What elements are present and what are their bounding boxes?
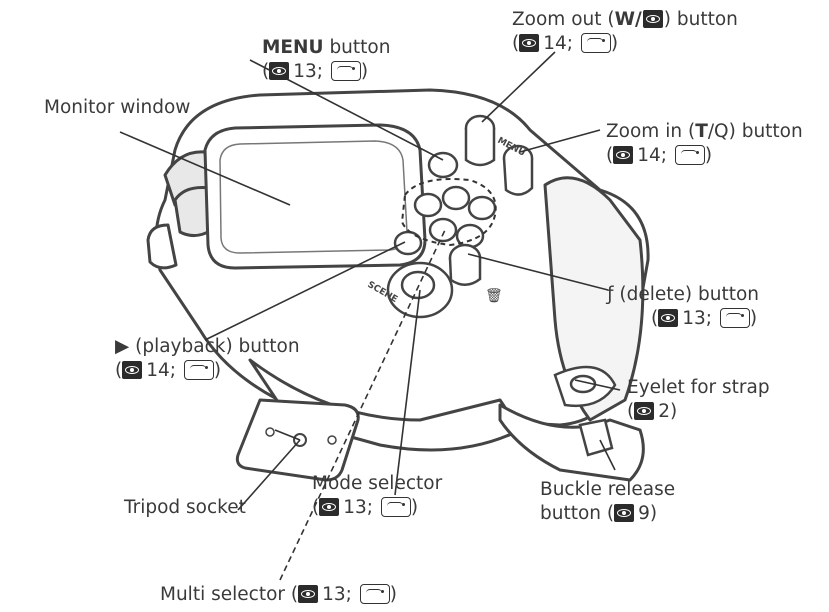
reference-icon xyxy=(122,361,143,379)
manual-icon xyxy=(674,145,705,165)
manual-icon xyxy=(719,308,750,328)
reference-icon xyxy=(658,309,679,327)
label-buckle-release: Buckle release button (9) xyxy=(540,479,676,524)
multi-selector-outline xyxy=(400,178,497,247)
label-eyelet: Eyelet for strap (2) xyxy=(627,377,770,422)
label-zoom-out-button: Zoom out (W/) button (14; ) xyxy=(512,9,738,54)
monitor-window-shape xyxy=(203,123,427,270)
label-delete-button: ƒ (delete) button (13; ) xyxy=(607,284,760,329)
label-menu-button: MENU button (13; ) xyxy=(262,37,391,82)
reference-icon xyxy=(298,585,319,603)
reference-icon xyxy=(634,402,655,420)
reference-icon xyxy=(269,62,290,80)
multi-selector-leader xyxy=(279,229,446,581)
housing-trash-mark: 🗑 xyxy=(485,288,503,304)
reference-icon xyxy=(614,504,635,522)
label-tripod-socket: Tripod socket xyxy=(124,497,246,518)
manual-icon xyxy=(580,33,611,53)
reference-icon xyxy=(613,146,634,164)
label-monitor-window: Monitor window xyxy=(44,97,191,118)
thumbnail-icon xyxy=(642,10,663,28)
manual-icon xyxy=(330,61,361,81)
control-buttons xyxy=(386,114,617,457)
plate-screw-right xyxy=(327,435,337,445)
manual-icon xyxy=(380,497,411,517)
label-zoom-in-button: Zoom in (T/Q) button (14; ) xyxy=(606,121,803,166)
reference-icon xyxy=(519,34,540,52)
label-multi-selector: Multi selector (13; ) xyxy=(160,584,397,605)
label-playback-button: ▶ (playback) button (14; ) xyxy=(115,336,300,381)
label-mode-selector: Mode selector (13; ) xyxy=(312,473,443,518)
plate-screw-left xyxy=(265,427,275,437)
manual-icon xyxy=(359,584,390,604)
manual-icon xyxy=(183,360,214,380)
reference-icon xyxy=(319,498,340,516)
